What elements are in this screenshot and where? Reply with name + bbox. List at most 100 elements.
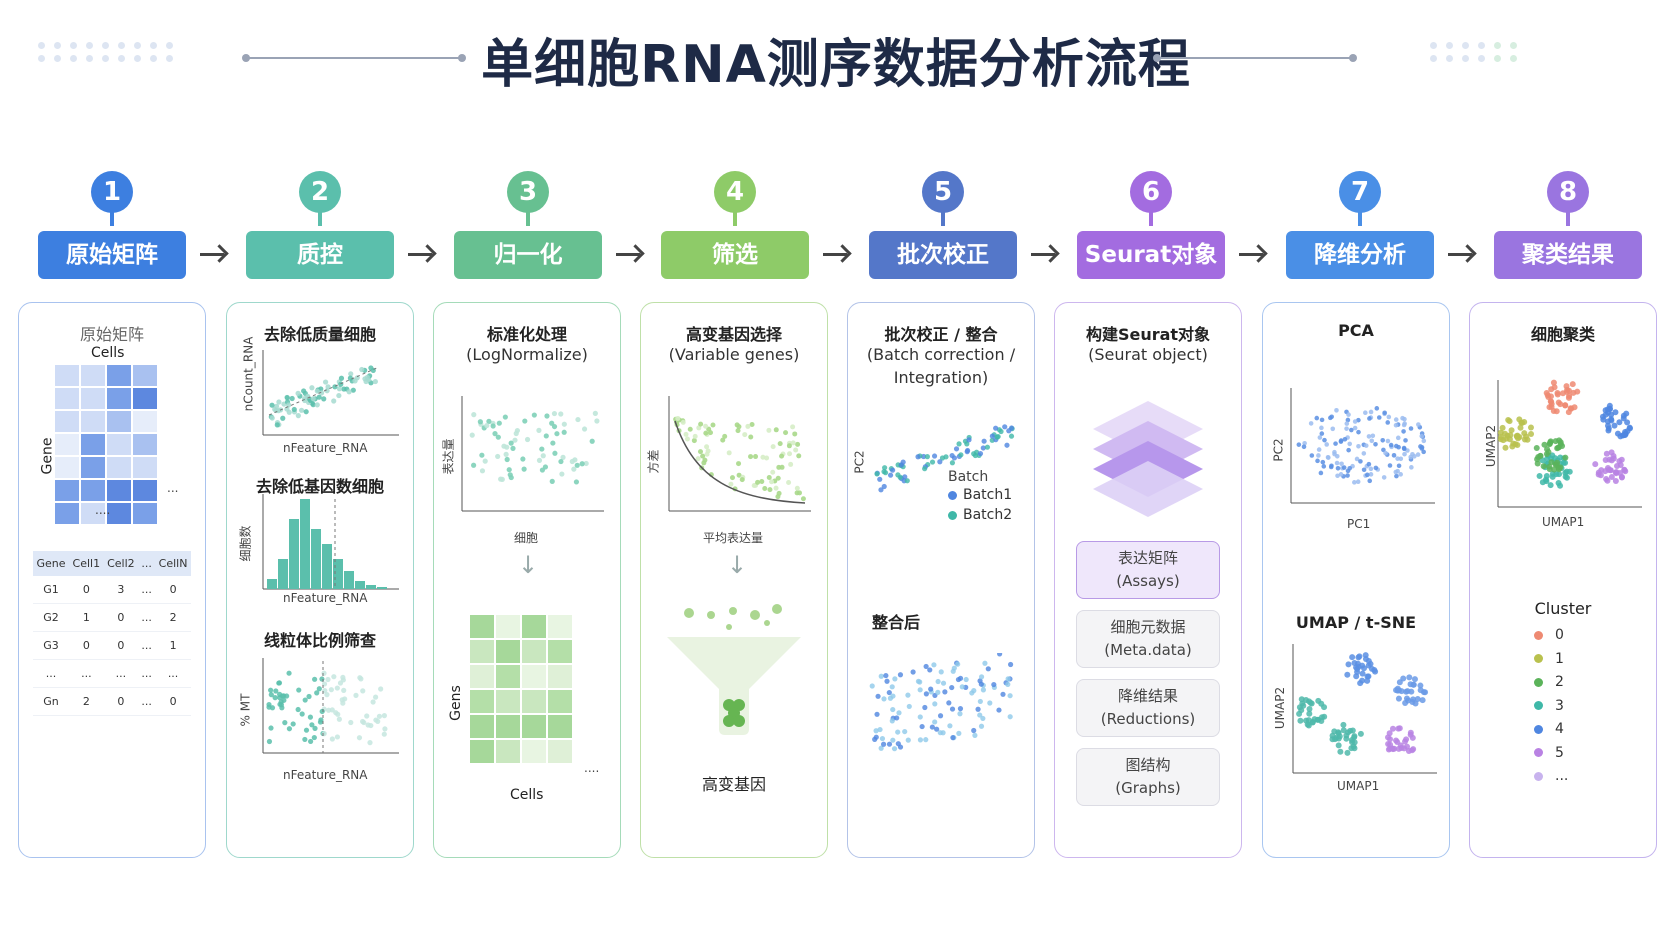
data-point [520, 456, 526, 462]
data-point [284, 693, 290, 699]
data-point [492, 431, 498, 437]
header-decoration-right [1430, 42, 1520, 62]
step-number-2: 2 [299, 171, 341, 213]
cluster-point [1603, 475, 1610, 482]
data-point [931, 453, 938, 459]
data-point [1316, 453, 1321, 458]
data-point [1352, 419, 1358, 424]
data-point [469, 432, 475, 438]
heatmap-cell [107, 434, 131, 455]
data-point [282, 720, 288, 726]
data-point [897, 744, 904, 750]
data-point [775, 475, 781, 481]
heatmap-cell [107, 388, 131, 409]
cluster-point [1508, 427, 1515, 434]
data-point [710, 422, 716, 428]
funnel-input-dot [750, 610, 760, 620]
cluster-point [1611, 422, 1618, 429]
data-point [787, 451, 793, 457]
table-cell: ... [138, 603, 156, 632]
data-point [1381, 447, 1386, 453]
data-point [1309, 453, 1315, 458]
data-point [544, 413, 550, 419]
cluster-legend-item: 0 [1534, 627, 1564, 643]
seurat-slot-name: 细胞元数据 [1110, 618, 1186, 636]
heatmap-cell [81, 388, 105, 409]
data-point [594, 418, 600, 424]
data-point [766, 427, 772, 433]
data-point [776, 490, 782, 496]
normalized-cell [470, 740, 494, 763]
data-point [972, 732, 978, 738]
data-point [1319, 417, 1325, 423]
data-point [978, 674, 985, 680]
data-point [495, 453, 501, 460]
cluster-legend-item: 5 [1534, 745, 1564, 761]
heatmap-cell [107, 365, 131, 386]
data-point [792, 431, 798, 437]
cluster-point [1543, 389, 1550, 396]
cluster-point [1499, 424, 1506, 431]
cluster-label: 5 [1555, 744, 1564, 761]
table-cell: 0 [69, 631, 104, 660]
data-point [279, 693, 286, 699]
histogram-bar [344, 571, 354, 589]
cluster-swatch [1534, 654, 1543, 663]
data-point [923, 663, 929, 670]
data-point [280, 415, 286, 421]
normalized-cell [496, 640, 520, 663]
histogram-bar [322, 544, 332, 589]
data-point [1403, 438, 1408, 443]
heatmap-cell [55, 503, 79, 524]
data-point [745, 423, 751, 429]
data-point [720, 437, 726, 443]
pca-y-label: PC2 [1271, 438, 1286, 462]
data-point [376, 713, 383, 719]
funnel-input-dot [684, 608, 694, 618]
umap-point [1315, 697, 1322, 704]
data-point [937, 459, 943, 465]
data-point [513, 430, 519, 437]
cluster-legend-item: 4 [1534, 721, 1564, 737]
table-cell: 3 [103, 576, 139, 604]
data-point [1316, 447, 1322, 452]
data-point [794, 485, 800, 491]
cluster-point [1608, 417, 1615, 424]
data-point [360, 718, 366, 725]
data-point [922, 466, 928, 472]
data-point [573, 479, 580, 485]
table-cell: ... [33, 659, 70, 688]
data-point [777, 441, 783, 447]
cluster-point [1563, 468, 1570, 475]
data-point [334, 685, 340, 691]
histogram-bar [267, 579, 277, 589]
data-point [286, 402, 292, 408]
normalized-cell [496, 690, 520, 713]
down-arrow-3: ↓ [518, 551, 539, 579]
batch-after-title: 整合后 [872, 613, 921, 632]
cluster-label: 1 [1555, 650, 1564, 667]
panel-seurat: 构建Seurat对象 (Seurat object) 表达矩阵(Assays)细… [1054, 302, 1242, 858]
data-point [298, 407, 305, 413]
heatmap-cell [81, 411, 105, 432]
qc-y2-label: 细胞数 [238, 525, 253, 562]
data-point [1419, 446, 1425, 451]
umap-point [1351, 733, 1358, 740]
umap-point [1345, 661, 1352, 668]
normalized-cell [470, 665, 494, 688]
umap-point [1386, 730, 1393, 737]
data-point [993, 425, 999, 431]
table-cell: Gn [33, 687, 70, 716]
data-point [551, 410, 558, 417]
data-point [980, 445, 986, 451]
heatmap-cell [55, 411, 79, 432]
data-point [316, 686, 322, 692]
data-point [966, 437, 972, 443]
data-point [1367, 416, 1372, 421]
panel2-title1: 去除低质量细胞 [263, 325, 376, 344]
table-cell: G2 [33, 603, 70, 632]
data-point [1319, 431, 1325, 436]
data-point [1347, 441, 1353, 447]
